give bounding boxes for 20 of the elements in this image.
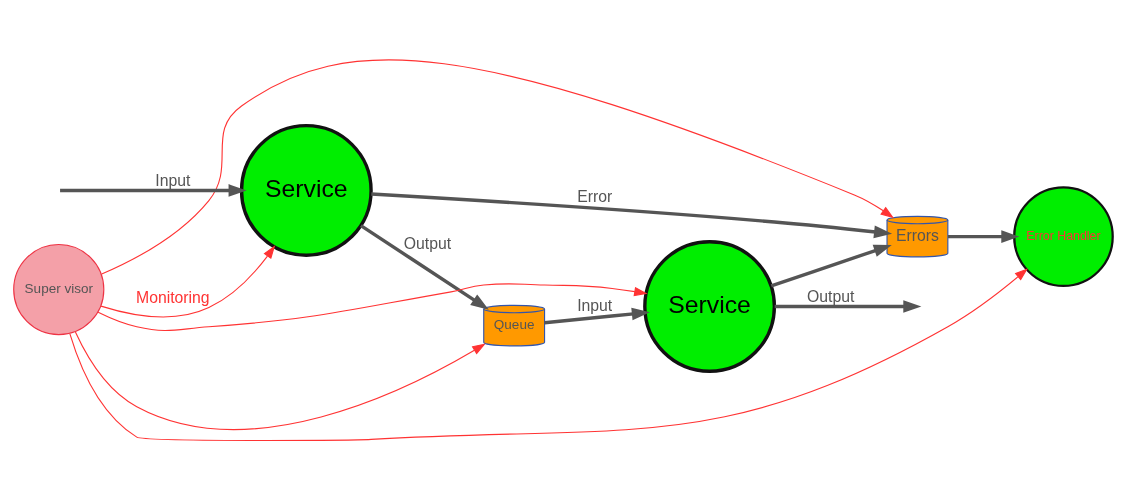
edge-label: Output <box>403 234 452 252</box>
node-circle: Super visor <box>13 243 105 335</box>
arrow <box>371 191 893 238</box>
arrow <box>69 267 1029 441</box>
arrow <box>770 244 892 287</box>
edge-label: Output <box>807 287 855 305</box>
arrow <box>101 59 894 275</box>
arrow <box>774 299 922 313</box>
node-circle: Service <box>643 239 777 373</box>
arrow <box>60 183 247 197</box>
arrow <box>544 307 650 324</box>
edge-label: Error <box>577 187 613 205</box>
edge-label: Input <box>155 171 191 189</box>
arrow <box>74 330 486 430</box>
arrow <box>97 282 648 331</box>
arrow <box>360 223 489 310</box>
edge-label: Input <box>577 296 613 314</box>
arrow <box>100 244 276 317</box>
edge-label: Monitoring <box>136 288 210 306</box>
arrow <box>948 229 1020 243</box>
